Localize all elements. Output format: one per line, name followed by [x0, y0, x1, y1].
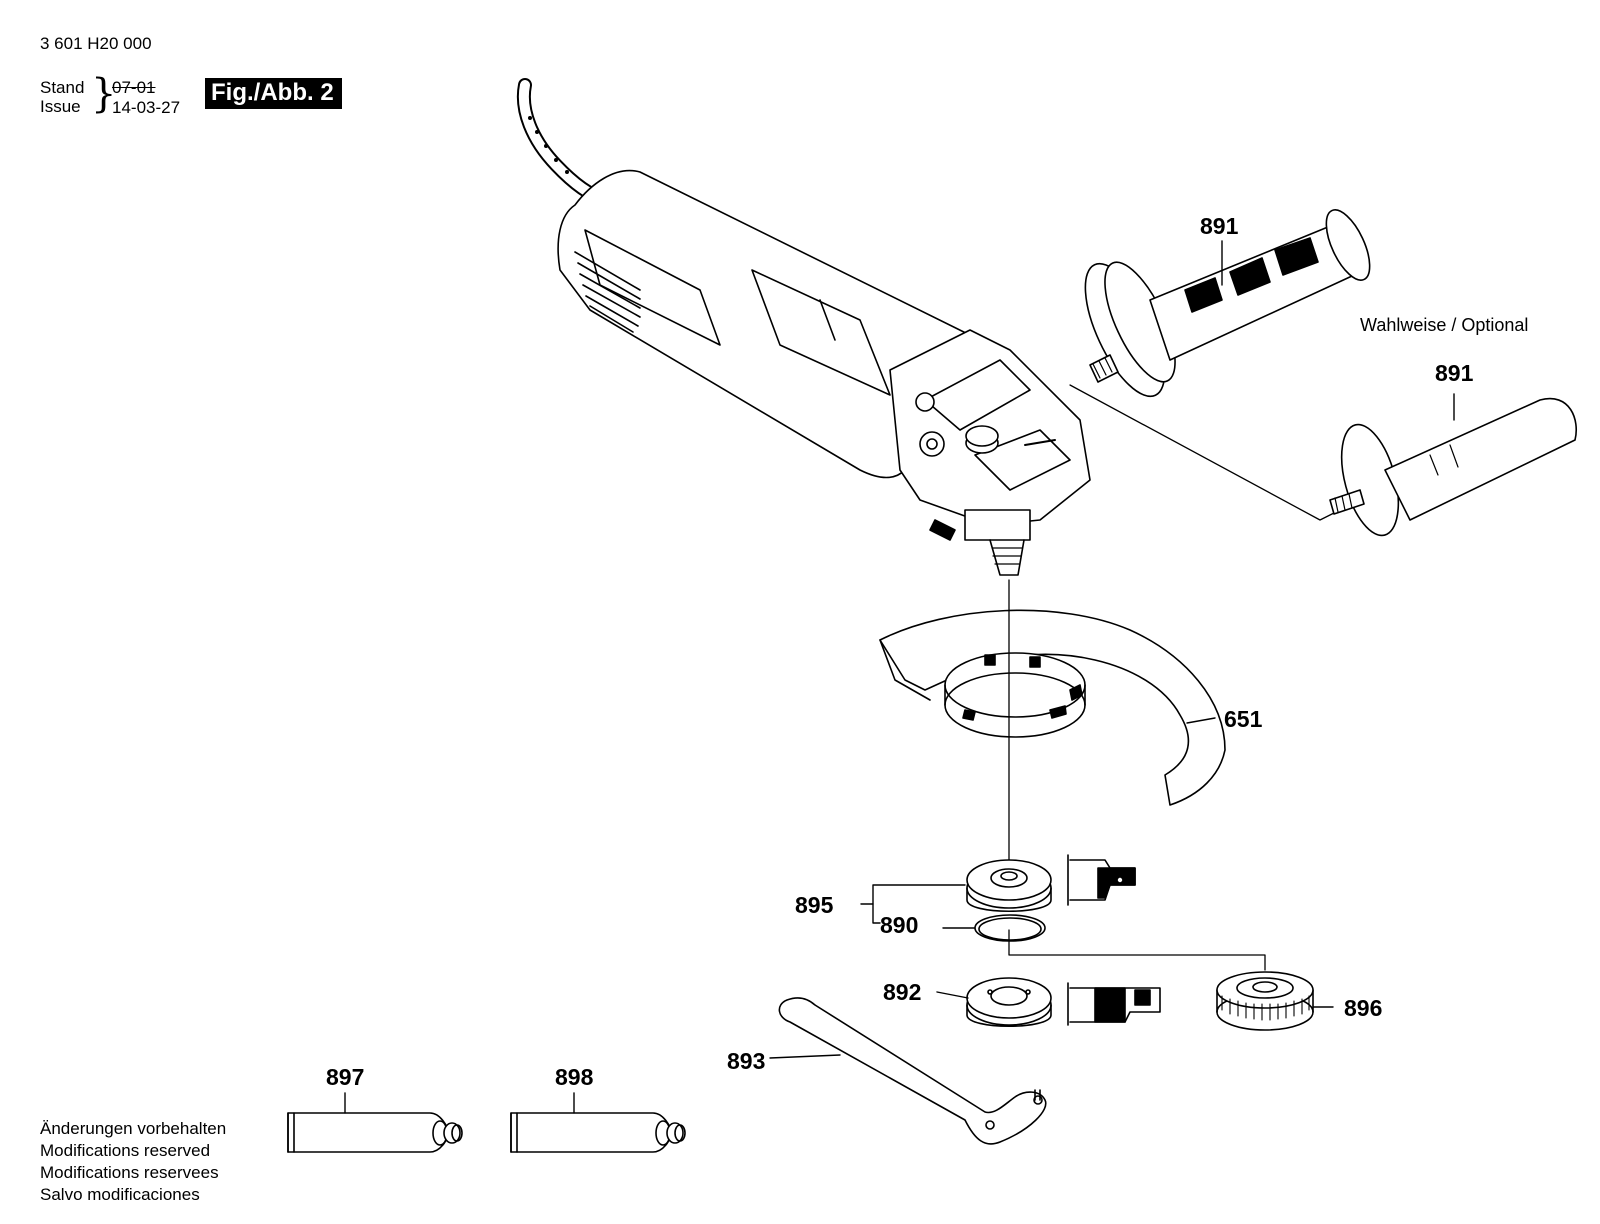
o-ring-inner — [978, 917, 1042, 941]
wheel-guard-651 — [879, 609, 1226, 806]
brace-glyph: } — [91, 71, 117, 117]
optional-note: Wahlweise / Optional — [1360, 315, 1529, 335]
note-en: Modifications reserved — [40, 1141, 211, 1160]
grease-tube-898 — [510, 1112, 686, 1153]
note-de: Änderungen vorbehalten — [40, 1119, 227, 1138]
callout-892: 892 — [883, 979, 922, 1005]
stand-label: Stand — [40, 78, 85, 97]
note-es: Salvo modificaciones — [40, 1185, 200, 1204]
callout-890: 890 — [880, 912, 919, 938]
date-new: 14-03-27 — [112, 98, 181, 117]
straight-handle-891 — [1329, 397, 1577, 537]
callout-leaders — [344, 240, 1455, 1114]
issue-label: Issue — [40, 97, 81, 116]
o-ring-890 — [974, 914, 1046, 942]
quick-nut-896 — [1216, 971, 1314, 1031]
grease-tube-897 — [287, 1112, 463, 1153]
callout-896: 896 — [1344, 995, 1383, 1021]
flange-895 — [966, 859, 1052, 912]
figure-badge: Fig./Abb. 2 — [205, 78, 342, 109]
callout-891-grip: 891 — [1200, 213, 1239, 239]
note-fr: Modifications reservees — [40, 1163, 219, 1182]
flange-section-icon — [1067, 854, 1136, 906]
handle-leader-line — [1069, 384, 1341, 521]
spanner-893 — [778, 997, 1047, 1145]
callout-897: 897 — [326, 1064, 365, 1090]
angle-grinder-body — [557, 169, 1091, 576]
callout-651: 651 — [1224, 706, 1263, 732]
callout-898: 898 — [555, 1064, 594, 1090]
callout-895: 895 — [795, 892, 834, 918]
date-old: 07-01 — [112, 78, 156, 97]
part-number: 3 601 H20 000 — [40, 34, 152, 53]
modifications-notes: Änderungen vorbehalten Modifications res… — [40, 1118, 226, 1206]
callout-893: 893 — [727, 1048, 766, 1074]
callout-891-straight: 891 — [1435, 360, 1474, 386]
power-cord — [517, 78, 612, 207]
nut-leader-line — [1008, 929, 1266, 971]
nut-section-icon — [1067, 982, 1161, 1026]
clamping-nut-892 — [966, 977, 1052, 1027]
grip-handle-891 — [1084, 209, 1371, 398]
